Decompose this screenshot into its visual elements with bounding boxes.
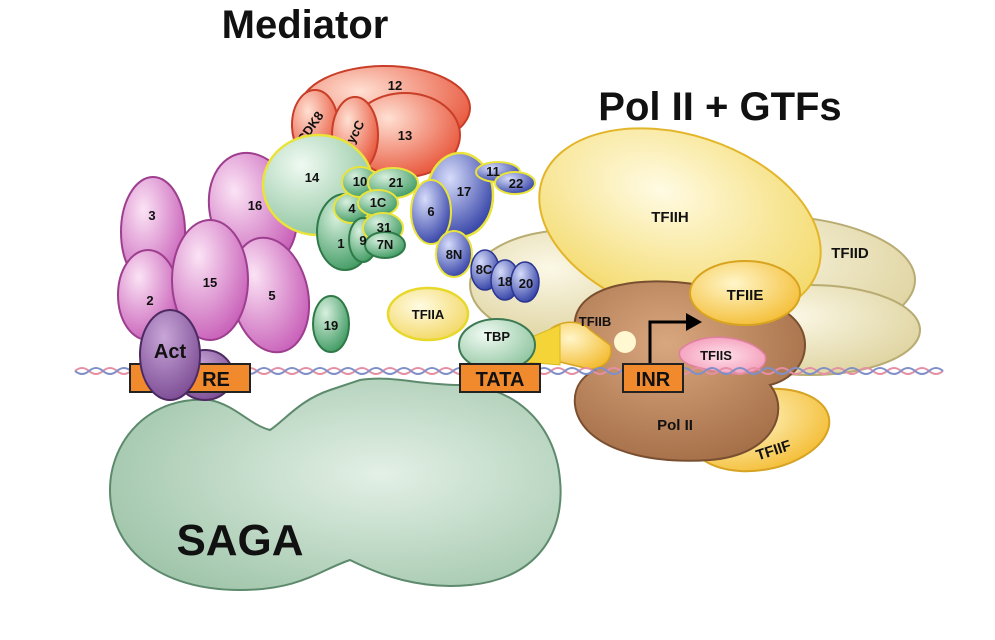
transcription-start-arrow <box>648 320 688 370</box>
med4-label: 4 <box>348 201 356 216</box>
med7n-subunit <box>364 231 406 259</box>
med31-label: 31 <box>377 220 391 235</box>
arrowhead-icon <box>686 313 702 331</box>
med8c-label: 8C <box>476 262 493 277</box>
med17-label: 17 <box>457 184 471 199</box>
med22-subunit <box>494 171 536 195</box>
saga-label: SAGA <box>176 516 303 565</box>
med19-label: 19 <box>324 318 338 333</box>
med8n-label: 8N <box>446 247 463 262</box>
med21-label: 21 <box>389 175 403 190</box>
med15-label: 15 <box>203 275 217 290</box>
med20-label: 20 <box>519 276 533 291</box>
tfiie-factor <box>689 260 801 326</box>
med12-label: 12 <box>388 78 402 93</box>
tbp-label: TBP <box>484 329 510 344</box>
tata-element-label: TATA <box>476 369 525 391</box>
tfiib-label: TFIIB <box>579 314 612 329</box>
med3-label: 3 <box>148 208 155 223</box>
med18-label: 18 <box>498 274 512 289</box>
med16-label: 16 <box>248 198 262 213</box>
med8n-subunit <box>435 230 473 278</box>
inr-element-box <box>622 363 684 393</box>
tfiid-label: TFIID <box>831 245 869 262</box>
med10-label: 10 <box>353 174 367 189</box>
med11-label: 11 <box>486 164 500 179</box>
tfiis-factor <box>678 336 767 375</box>
tfiib-highlight <box>614 331 636 353</box>
pol2-label: Pol II <box>657 417 693 434</box>
tata-element-box <box>459 363 541 393</box>
med13-label: 13 <box>398 128 412 143</box>
mediator-title: Mediator <box>222 3 389 47</box>
med19-subunit <box>312 295 350 353</box>
med7n-label: 7N <box>377 237 394 252</box>
inr-element-label: INR <box>636 369 671 391</box>
pol2-gtfs-title: Pol II + GTFs <box>598 85 841 129</box>
tfiie-label: TFIIE <box>727 287 764 304</box>
med1c-label: 1C <box>370 195 387 210</box>
tfiih-label: TFIIH <box>651 209 689 226</box>
med1-label: 1 <box>337 236 344 251</box>
tfiia-label: TFIIA <box>412 307 445 322</box>
med14-label: 14 <box>305 170 320 185</box>
activator-protein <box>139 309 201 401</box>
med9-label: 9 <box>359 233 366 248</box>
tfiis-label: TFIIS <box>700 348 732 363</box>
tfiia-factor <box>386 286 470 342</box>
activator-label: Act <box>154 341 187 363</box>
med15-subunit <box>171 219 249 341</box>
med6-subunit <box>410 179 452 245</box>
med22-label: 22 <box>509 176 523 191</box>
med5-label: 5 <box>268 288 275 303</box>
med6-label: 6 <box>427 204 434 219</box>
med2-label: 2 <box>146 293 153 308</box>
re-element-label: RE <box>202 369 230 391</box>
med20-subunit <box>510 261 540 303</box>
